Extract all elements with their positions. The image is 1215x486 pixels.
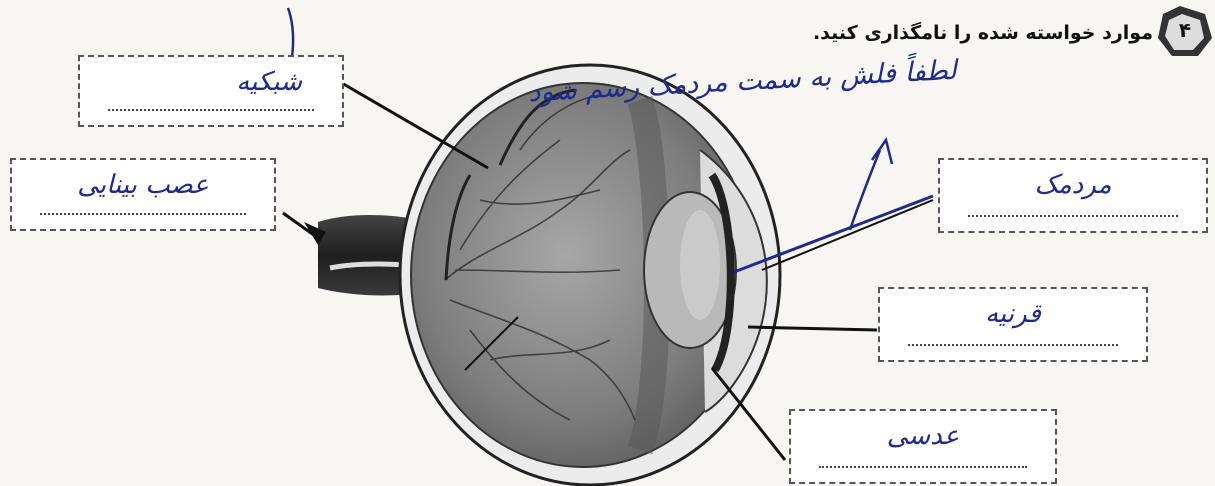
label-box-optic-nerve[interactable]: عصب بینایی — [10, 158, 276, 231]
answer-line — [108, 109, 314, 111]
answer-lens: عدسی — [791, 421, 1055, 451]
answer-pupil: مردمک — [940, 170, 1206, 200]
answer-line — [968, 215, 1178, 217]
label-box-pupil[interactable]: مردمک — [938, 158, 1208, 233]
instruction-text: موارد خواسته شده را نامگذاری کنید. — [813, 22, 1153, 44]
answer-line — [908, 344, 1118, 346]
label-box-iris[interactable]: قرنیه — [878, 287, 1148, 362]
answer-line — [40, 213, 246, 215]
question-number: ۴ — [1158, 6, 1212, 54]
answer-iris: قرنیه — [880, 299, 1146, 329]
answer-optic-nerve: عصب بینایی — [12, 170, 274, 200]
answer-line — [819, 466, 1027, 468]
label-box-lens[interactable]: عدسی — [789, 409, 1057, 484]
question-number-badge: ۴ — [1158, 6, 1212, 54]
label-box-retina[interactable]: شبکیه — [78, 55, 344, 127]
answer-retina: شبکیه — [80, 67, 302, 97]
